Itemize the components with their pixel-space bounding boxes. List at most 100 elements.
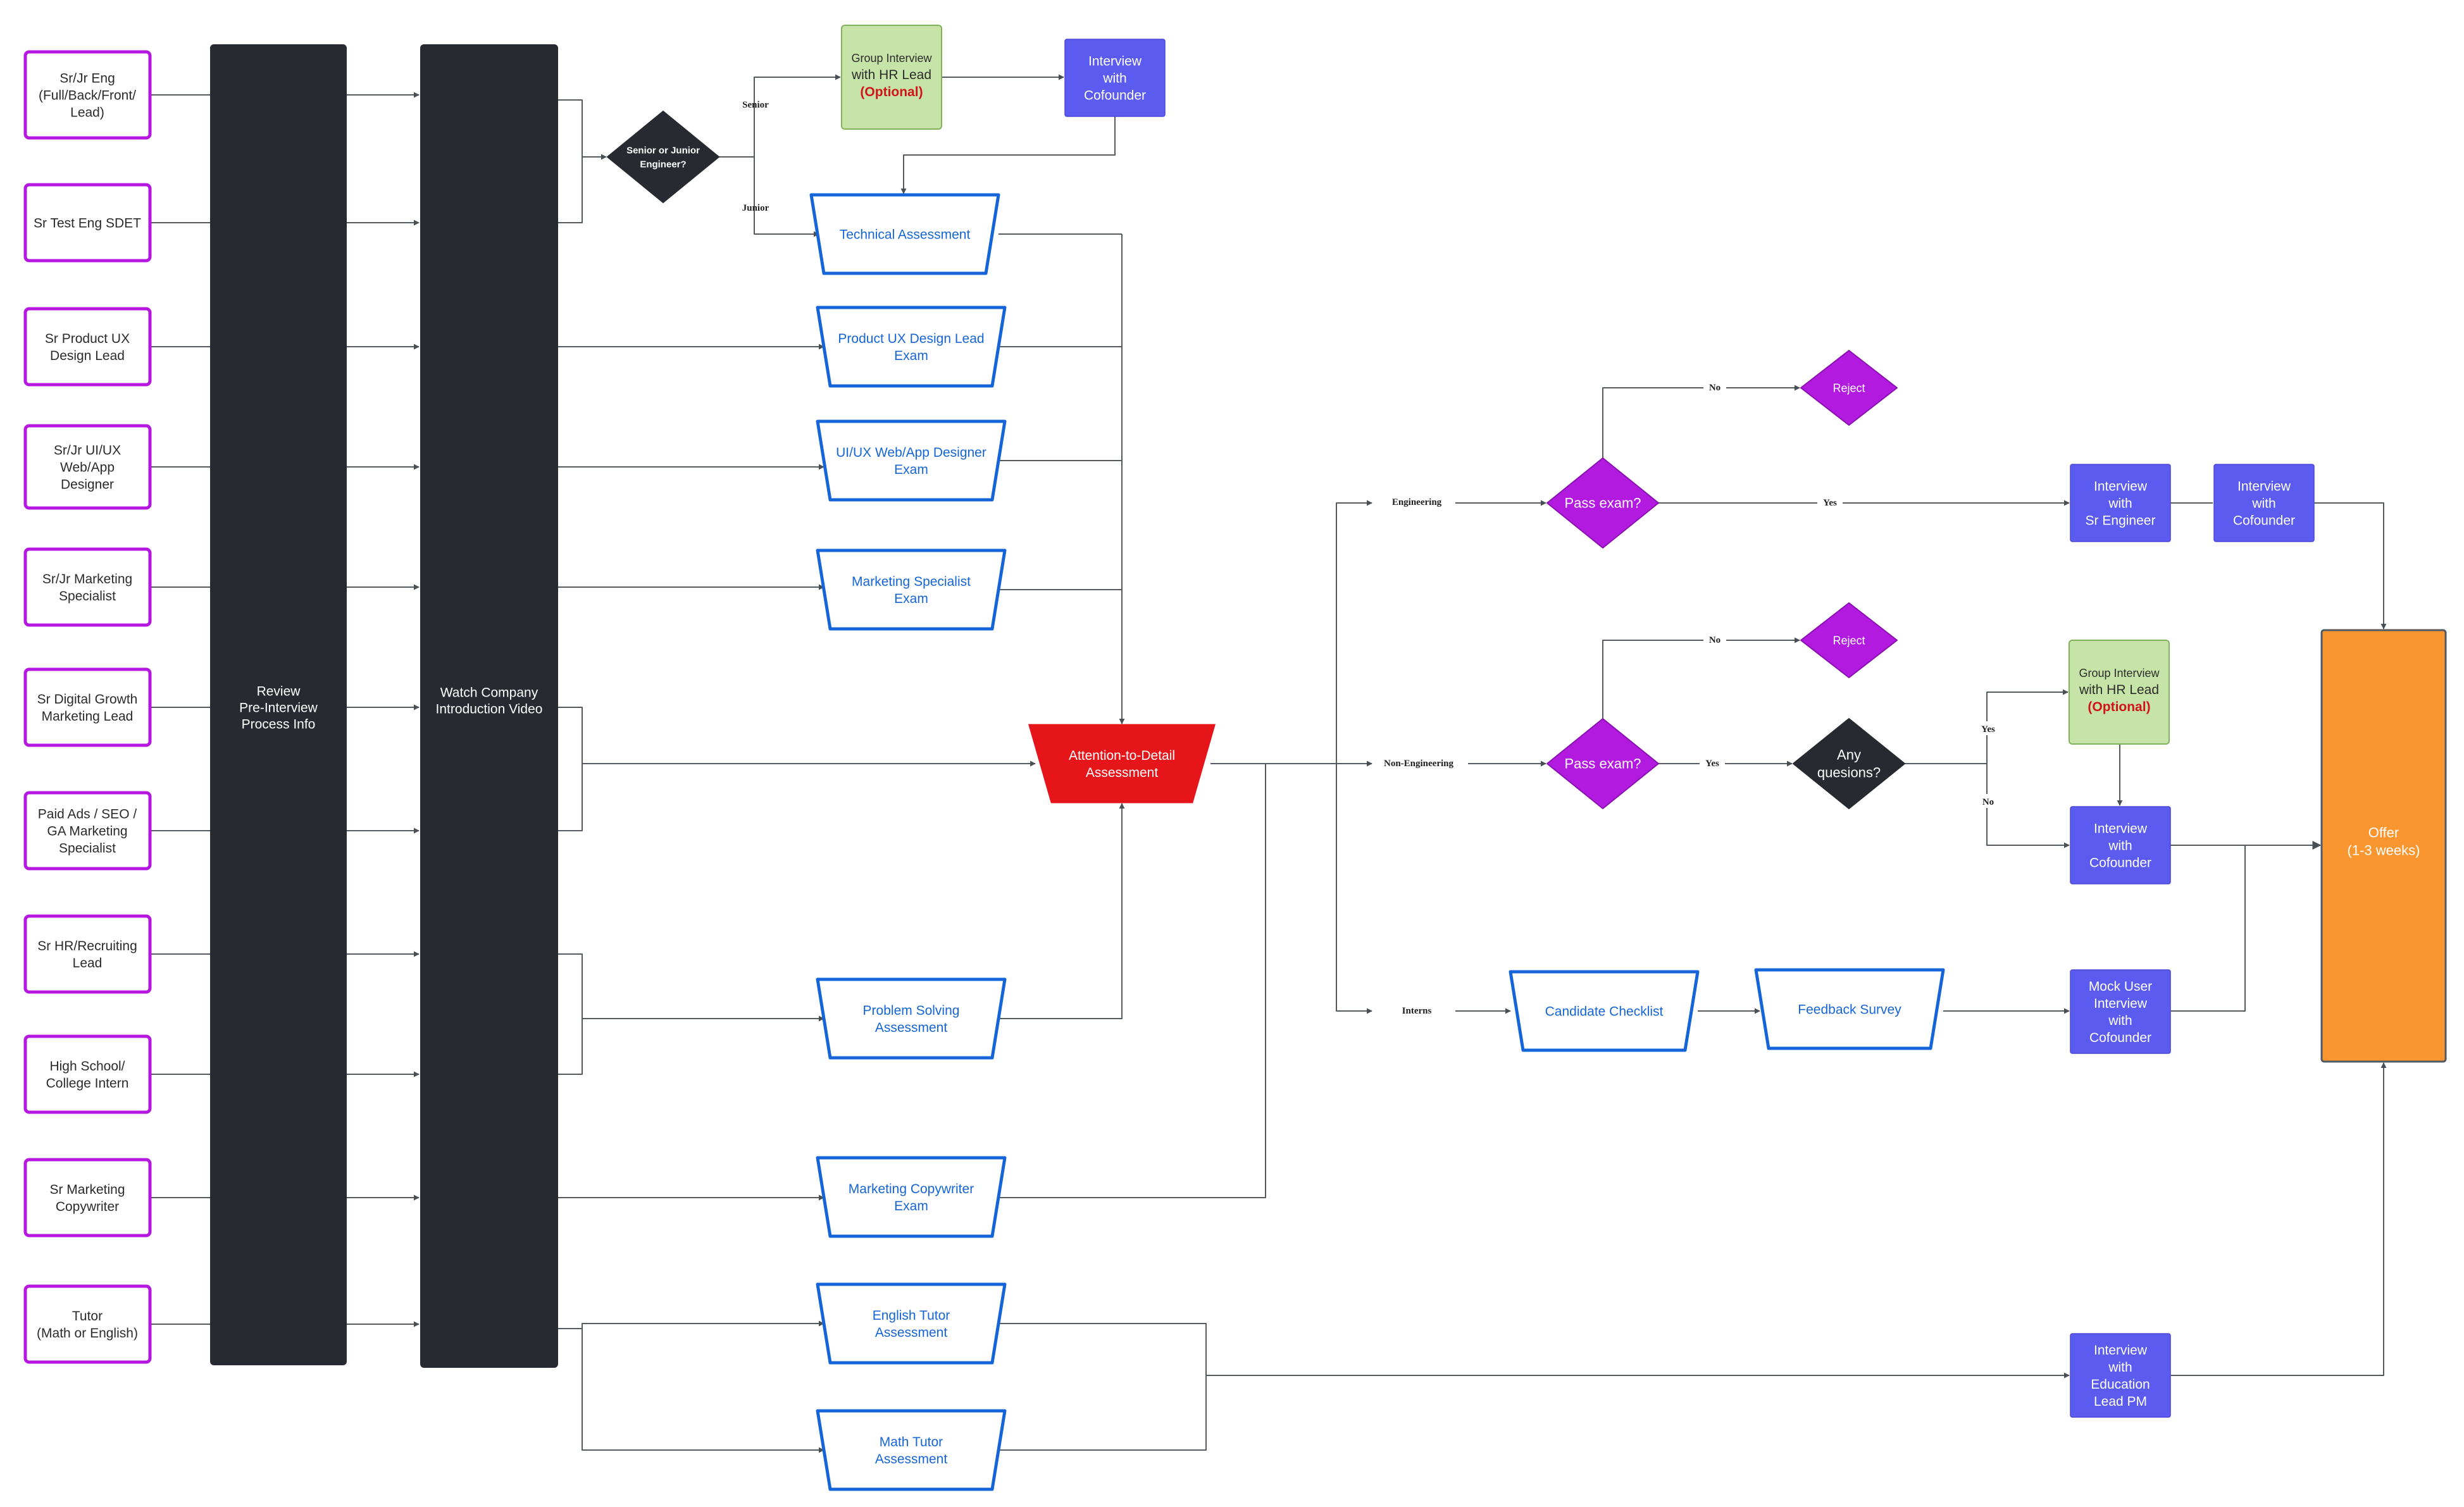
label-non-engineering: Non-Engineering	[1384, 759, 1454, 769]
edge-video-to-seniority-2	[558, 100, 583, 223]
candidate-checklist[interactable]: Candidate Checklist	[1509, 970, 1700, 1052]
role-r9-label: High School/College Intern	[46, 1059, 129, 1091]
role-box-r9[interactable]: High School/College Intern	[23, 1034, 152, 1114]
pass-exam-non-engineering-decision[interactable]: Pass exam?	[1546, 718, 1659, 809]
edge-questions-yes	[1986, 689, 2069, 764]
role-box-r11[interactable]: Tutor(Math or English)	[23, 1284, 152, 1364]
label-questions-yes: Yes	[1981, 724, 1995, 735]
edge-pass-eng-no	[1602, 385, 1800, 458]
group-interview-hr-lead-2-optional-note: (Optional)	[2088, 700, 2150, 714]
pass-exam-engineering-decision[interactable]: Pass exam?	[1546, 457, 1659, 549]
role-r11-label: Tutor(Math or English)	[37, 1309, 138, 1341]
pass-exam-non-engineering-decision-label: Pass exam?	[1564, 756, 1641, 772]
label-yes-1: Yes	[1823, 498, 1837, 508]
edge-math-to-join	[999, 1375, 1207, 1451]
role-box-r2[interactable]: Sr Test Eng SDET	[23, 183, 152, 263]
reject-node-1-label: Reject	[1832, 381, 1865, 394]
offer-box[interactable]: Offer(1-3 weeks)	[2320, 629, 2447, 1063]
label-junior: Junior	[742, 203, 769, 213]
pass-exam-engineering-decision-label: Pass exam?	[1564, 495, 1641, 511]
edge-pass-noneng-no	[1602, 637, 1800, 719]
node-layer: Sr/Jr Eng(Full/Back/Front/Lead) Sr Test E…	[23, 25, 2447, 1491]
label-interns: Interns	[1402, 1006, 1432, 1016]
group-interview-hr-lead-1-optional-note: (Optional)	[860, 85, 923, 99]
edge-branch-engineering	[1336, 500, 1372, 764]
role-r1-label: Sr/Jr Eng(Full/Back/Front/Lead)	[39, 71, 136, 120]
feedback-survey[interactable]: Feedback Survey	[1754, 968, 1945, 1050]
edge-branch-interns	[1336, 764, 1372, 1014]
edge-cofounder-to-technical	[900, 116, 1116, 194]
edge-junior-branch	[754, 157, 819, 237]
candidate-checklist-label: Candidate Checklist	[1545, 1004, 1664, 1019]
label-engineering: Engineering	[1392, 497, 1442, 507]
role-r2-label: Sr Test Eng SDET	[34, 216, 141, 230]
edge-education-to-offer	[2170, 1062, 2387, 1376]
technical-assessment[interactable]: Technical Assessment	[809, 193, 1000, 275]
edge-video-r6	[558, 707, 583, 831]
reject-node-1[interactable]: Reject	[1800, 350, 1898, 426]
reject-node-2[interactable]: Reject	[1800, 602, 1898, 678]
offer-label: Offer(1-3 weeks)	[2348, 825, 2420, 859]
label-questions-no: No	[1982, 797, 1994, 807]
role-box-r1[interactable]: Sr/Jr Eng(Full/Back/Front/Lead)	[23, 50, 152, 140]
edge-label-layer: SeniorJuniorEngineeringNon-EngineeringIn…	[742, 100, 2000, 1018]
label-yes-2: Yes	[1705, 759, 1719, 769]
edge-english-to-join	[999, 1323, 1207, 1375]
technical-assessment-label: Technical Assessment	[840, 227, 971, 242]
edge-video-to-math	[582, 1329, 824, 1453]
edge-questions-no	[1986, 764, 2070, 848]
